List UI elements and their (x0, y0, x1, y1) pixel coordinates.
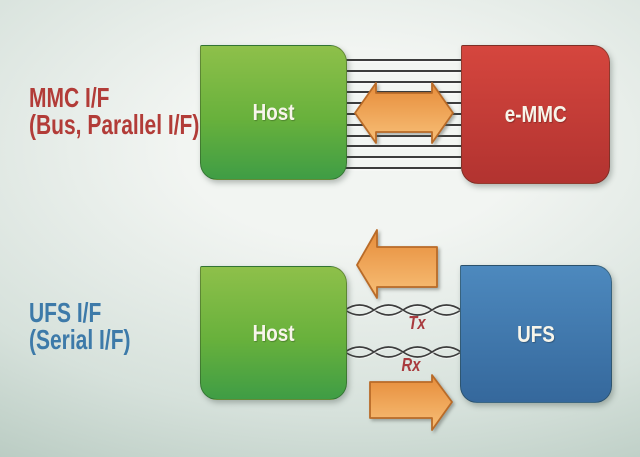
twisted-pair-wire (344, 346, 462, 358)
host-box-mmc: Host (200, 45, 347, 180)
mmc-section-caption: MMC I/F (Bus, Parallel I/F) (29, 82, 256, 140)
emmc-box: e-MMC (461, 45, 610, 184)
emmc-box-label: e-MMC (504, 101, 567, 127)
bus-line (345, 156, 461, 159)
host-box-ufs: Host (200, 266, 347, 400)
host-box-ufs-label: Host (252, 319, 295, 346)
twisted-pair-wire (344, 304, 462, 316)
serial-lanes-svg (344, 304, 463, 359)
mmc-caption-line1: MMC I/F (29, 82, 110, 113)
ufs-caption-line2: (Serial I/F) (29, 324, 131, 355)
left-arrow-icon (356, 229, 438, 299)
bus-line (345, 167, 461, 169)
ufs-box-label: UFS (517, 320, 555, 347)
host-box-mmc-label: Host (252, 99, 295, 125)
ufs-box: UFS (460, 265, 612, 403)
ufs-section-caption: UFS I/F (Serial I/F) (29, 297, 164, 355)
tx-lane-label: Tx (408, 313, 426, 333)
rx-lane-label: Rx (401, 355, 421, 375)
bus-line (345, 80, 461, 83)
bus-line (345, 59, 461, 61)
mmc-caption-line2: (Bus, Parallel I/F) (29, 109, 200, 140)
bus-line (345, 145, 461, 148)
bus-line (345, 134, 461, 137)
bidirectional-arrow-icon (354, 82, 454, 144)
ufs-caption-line1: UFS I/F (29, 297, 102, 328)
right-arrow-icon (369, 374, 453, 431)
bus-line (345, 69, 461, 72)
